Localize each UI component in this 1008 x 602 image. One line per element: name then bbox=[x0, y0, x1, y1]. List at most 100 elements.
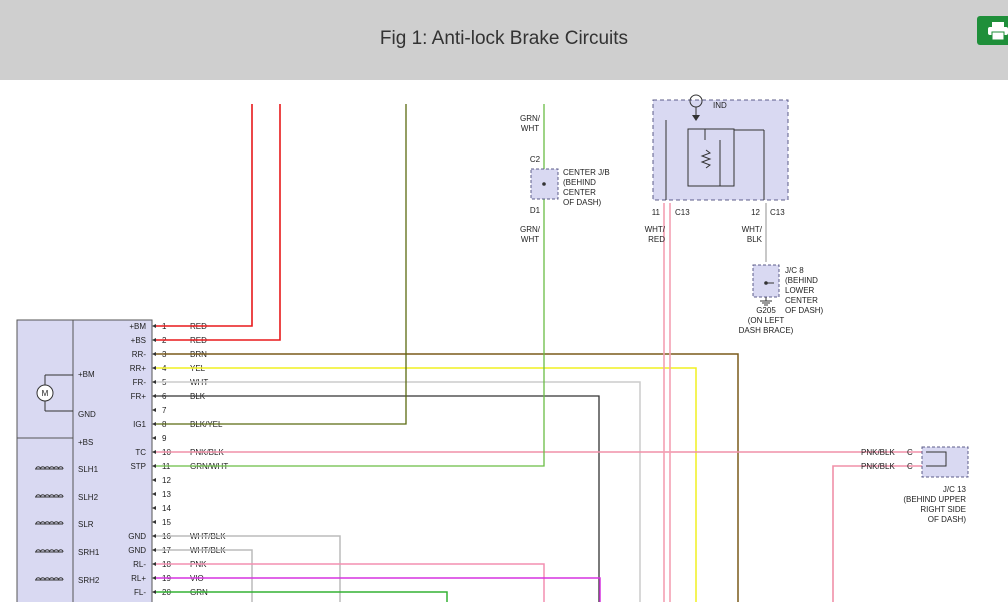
pin-terminal-arrow bbox=[152, 380, 156, 384]
indicator-conn-left: C13 bbox=[675, 208, 690, 217]
pin-terminal-arrow bbox=[152, 436, 156, 440]
print-button[interactable] bbox=[977, 16, 1008, 45]
center-jb-junction-dot bbox=[542, 182, 546, 186]
module-pin-left-label: +BM bbox=[78, 370, 95, 379]
module-pin-right-label: FR- bbox=[133, 378, 147, 387]
wire-pin-number: 7 bbox=[162, 406, 167, 415]
module-pin-left-label: GND bbox=[78, 410, 96, 419]
module-pin-right-label: FR+ bbox=[131, 392, 147, 401]
page-title: Fig 1: Anti-lock Brake Circuits bbox=[379, 28, 629, 49]
center-jb-top-wire-label: GRN/WHT bbox=[520, 114, 541, 133]
module-pin-left-label: SLH2 bbox=[78, 493, 99, 502]
module-pin-right-label: FL- bbox=[134, 588, 146, 597]
indicator-conn-right: C13 bbox=[770, 208, 785, 217]
center-jb-bottom-terminal: D1 bbox=[530, 206, 541, 215]
jc13-term2: C bbox=[907, 462, 913, 471]
pin-terminal-arrow bbox=[152, 422, 156, 426]
jc8-box bbox=[752, 264, 780, 298]
wire-trace bbox=[832, 465, 926, 602]
pin-terminal-arrow bbox=[152, 478, 156, 482]
resistor-icon bbox=[700, 149, 712, 169]
wire-trace bbox=[156, 381, 641, 602]
module-pin-right-label: RR+ bbox=[130, 364, 147, 373]
wire-trace bbox=[156, 104, 545, 467]
module-pin-left-label: SLH1 bbox=[78, 465, 99, 474]
pin-terminal-arrow bbox=[152, 464, 156, 468]
indicator-transistor-box bbox=[687, 128, 735, 187]
pin-terminal-arrow bbox=[152, 506, 156, 510]
wire-trace bbox=[156, 367, 697, 602]
wire-trace bbox=[156, 563, 545, 602]
jc13-term1: C bbox=[907, 448, 913, 457]
pin-terminal-arrow bbox=[152, 366, 156, 370]
solenoid-coil-icon bbox=[58, 521, 64, 525]
solenoid-coil-icon bbox=[58, 577, 64, 581]
module-pin-right-label: RR- bbox=[132, 350, 147, 359]
module-pin-left-label: +BS bbox=[78, 438, 93, 447]
wire-trace bbox=[156, 104, 407, 425]
module-pin-right-label: +BM bbox=[129, 322, 146, 331]
header-bar: Fig 1: Anti-lock Brake Circuits bbox=[0, 0, 1008, 80]
module-pin-right-label: GND bbox=[128, 546, 146, 555]
indicator-pin-right: 12 bbox=[751, 208, 760, 217]
module-pin-right-label: IG1 bbox=[133, 420, 146, 429]
motor-label: M bbox=[42, 389, 49, 398]
wire-trace bbox=[156, 353, 739, 602]
module-pin-left-label: SRH1 bbox=[78, 548, 100, 557]
module-pin-right-label: GND bbox=[128, 532, 146, 541]
printer-icon bbox=[988, 22, 1008, 40]
solenoid-coil-icon bbox=[58, 494, 64, 498]
pin-terminal-arrow bbox=[152, 548, 156, 552]
pin-terminal-arrow bbox=[152, 450, 156, 454]
ground-label: G205 bbox=[756, 306, 776, 315]
module-pin-right-label: RL- bbox=[133, 560, 146, 569]
wire-pin-number: 14 bbox=[162, 504, 171, 513]
pin-terminal-arrow bbox=[152, 324, 156, 328]
pin-terminal-arrow bbox=[152, 408, 156, 412]
pin-terminal-arrow bbox=[152, 394, 156, 398]
wire-trace bbox=[156, 104, 281, 341]
module-pin-left-label: SRH2 bbox=[78, 576, 100, 585]
wire-trace bbox=[156, 549, 253, 602]
jc13-wire2-label: PNK/BLK bbox=[861, 462, 895, 471]
wire-trace bbox=[156, 591, 448, 602]
pin-terminal-arrow bbox=[152, 520, 156, 524]
indicator-wire-right-label: WHT/BLK bbox=[742, 225, 763, 244]
pin-terminal-arrow bbox=[152, 352, 156, 356]
wire-pin-number: 9 bbox=[162, 434, 167, 443]
module-pin-right-label: +BS bbox=[131, 336, 146, 345]
pin-terminal-arrow bbox=[152, 590, 156, 594]
wire-pin-number: 12 bbox=[162, 476, 171, 485]
solenoid-coil-icon bbox=[58, 466, 64, 470]
pin-terminal-arrow bbox=[152, 562, 156, 566]
abs-module bbox=[16, 319, 153, 602]
wire-trace bbox=[156, 577, 601, 602]
module-pin-right-label: STP bbox=[130, 462, 146, 471]
center-jb-bottom-wire-label: GRN/WHT bbox=[520, 225, 541, 244]
wire-trace bbox=[156, 535, 341, 602]
pin-terminal-arrow bbox=[152, 534, 156, 538]
module-pin-right-label: RL+ bbox=[131, 574, 146, 583]
solenoid-coil-icon bbox=[58, 549, 64, 553]
diode-icon bbox=[692, 115, 700, 121]
pin-terminal-arrow bbox=[152, 492, 156, 496]
pin-terminal-arrow bbox=[152, 338, 156, 342]
wire-pin-number: 15 bbox=[162, 518, 171, 527]
indicator-label: IND bbox=[713, 101, 727, 110]
center-jb-top-terminal: C2 bbox=[530, 155, 541, 164]
wire-trace bbox=[156, 104, 253, 327]
jc13-wire1-label: PNK/BLK bbox=[861, 448, 895, 457]
wire-trace bbox=[156, 395, 600, 602]
pin-terminal-arrow bbox=[152, 576, 156, 580]
jc13-bridge bbox=[926, 451, 947, 467]
indicator-pin-left: 11 bbox=[652, 208, 661, 217]
module-pin-right-label: TC bbox=[135, 448, 146, 457]
module-pin-left-label: SLR bbox=[78, 520, 94, 529]
indicator-wire-left-label: WHT/RED bbox=[645, 225, 666, 244]
wire-pin-number: 13 bbox=[162, 490, 171, 499]
